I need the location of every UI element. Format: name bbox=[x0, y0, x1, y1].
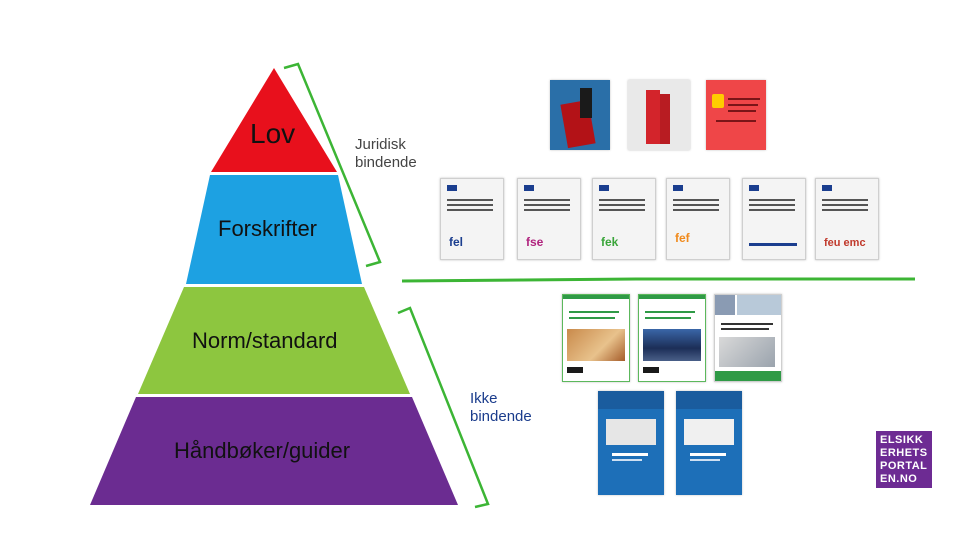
forskrift-doc-feu-emc: feu emc bbox=[815, 178, 879, 260]
law-book-image-3 bbox=[706, 80, 766, 150]
pyramid-level-forskrifter bbox=[186, 175, 362, 284]
elsikkerhetsportalen-logo: ELSIKK ERHETS PORTAL EN.NO bbox=[876, 431, 932, 488]
annotation-legal-line1: Juridisk bbox=[355, 136, 406, 153]
norm-book-2 bbox=[638, 294, 706, 382]
bracket-legal bbox=[283, 62, 382, 268]
forskrift-code-fek: fek bbox=[601, 235, 619, 249]
handbook-1 bbox=[598, 391, 664, 495]
logo-line-2: ERHETS bbox=[880, 447, 928, 459]
forskrift-doc-fel: fel bbox=[440, 178, 504, 260]
pyramid-level-norm bbox=[138, 287, 410, 394]
label-lov: Lov bbox=[250, 118, 296, 149]
logo-line-4: EN.NO bbox=[880, 473, 918, 485]
pyramid-level-lov bbox=[211, 68, 337, 172]
forskrift-code-fse: fse bbox=[526, 235, 544, 249]
law-book-image-1 bbox=[550, 80, 610, 150]
forskrift-doc-fse: fse bbox=[517, 178, 581, 260]
annotation-not-line1: Ikke bbox=[470, 390, 498, 407]
bracket-not-legal bbox=[397, 306, 490, 509]
annotation-legally-binding: Juridisk bindende bbox=[355, 136, 417, 172]
norm-book-3 bbox=[714, 294, 782, 382]
forskrift-doc-5 bbox=[742, 178, 806, 260]
handbook-2 bbox=[676, 391, 742, 495]
forskrift-code-fef: fef bbox=[675, 231, 690, 245]
annotation-not-line2: bindende bbox=[470, 408, 532, 425]
forskrift-code-feu-emc: feu emc bbox=[824, 237, 866, 249]
label-handboker-guider: Håndbøker/guider bbox=[174, 438, 351, 463]
norm-book-1 bbox=[562, 294, 630, 382]
annotation-legal-line2: bindende bbox=[355, 154, 417, 171]
forskrift-doc-fef: fef bbox=[666, 178, 730, 260]
logo-line-1: ELSIKK bbox=[880, 434, 924, 446]
logo-line-3: PORTAL bbox=[880, 460, 928, 472]
pyramid-level-handboker bbox=[90, 397, 458, 505]
divider-line bbox=[401, 277, 915, 283]
law-book-image-2 bbox=[628, 80, 690, 150]
forskrift-doc-fek: fek bbox=[592, 178, 656, 260]
forskrift-code-fel: fel bbox=[449, 235, 464, 249]
annotation-not-binding: Ikke bindende bbox=[470, 390, 532, 426]
label-forskrifter: Forskrifter bbox=[218, 216, 317, 241]
label-norm-standard: Norm/standard bbox=[192, 328, 338, 353]
